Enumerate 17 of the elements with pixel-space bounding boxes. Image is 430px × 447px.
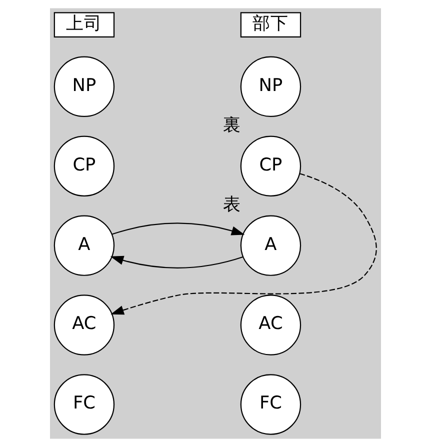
arrow: [110, 173, 376, 315]
node-circle: A: [53, 215, 114, 276]
node-circle: FC: [53, 374, 114, 435]
node-circle: CP: [240, 136, 301, 196]
node-circle: CP: [53, 136, 114, 196]
node-circle: A: [240, 215, 301, 276]
arrow: [110, 256, 243, 268]
node-circle: AC: [240, 294, 301, 356]
node-circle: NP: [53, 56, 114, 117]
node-label: 裏: [222, 116, 241, 136]
node-circle: AC: [53, 294, 114, 356]
node-box: 部下: [240, 12, 301, 38]
node-label: 表: [222, 195, 241, 216]
node-circle: FC: [240, 374, 301, 435]
arrow: [111, 222, 244, 236]
node-box: 上司: [53, 12, 114, 38]
node-circle: NP: [240, 56, 301, 117]
